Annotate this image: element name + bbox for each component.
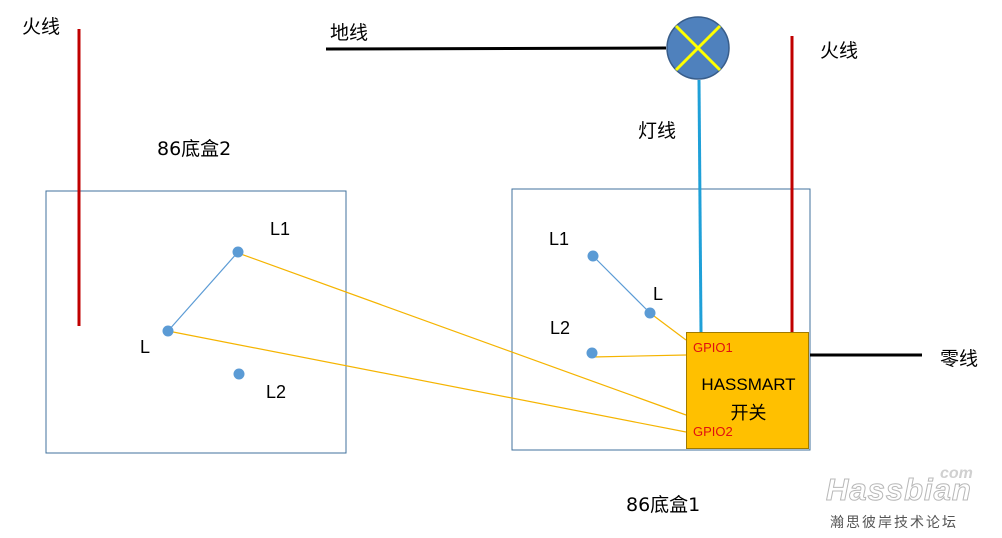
signal-wire-box1-l2 [591,354,687,358]
box2-l1-label: L1 [270,219,291,239]
live-wire-left-label: 火线 [22,16,61,38]
gpio2-label: GPIO2 [693,424,733,439]
box2-l-label: L [140,337,151,357]
lamp-wire [697,79,703,333]
box1-l2-label: L2 [550,318,571,338]
watermark-com: com [940,465,973,482]
hassmart-module: HASSMART 开关 [686,332,809,449]
junction-box-2 [45,190,347,454]
terminal-box2-l1 [232,246,244,258]
terminal-box2-l2 [233,368,245,380]
box1-l-label: L [653,284,664,304]
terminal-box1-l2 [586,347,598,359]
signal-wire-box1-l [649,312,687,341]
junction-box-1 [511,188,811,451]
ground-wire-label: 地线 [330,22,369,44]
module-subtitle: 开关 [730,403,767,424]
module-name: HASSMART [701,375,796,394]
gpio1-label: GPIO1 [693,340,733,355]
ground-wire [325,46,667,51]
terminal-box1-l [644,307,656,319]
live-wire-right-label: 火线 [820,40,859,62]
neutral-wire-label: 零线 [940,348,979,370]
box1-l1-label: L1 [549,229,570,249]
lamp-icon [666,16,730,80]
signal-wire-l-gpio2 [167,330,687,433]
watermark-brand: Hassbian [826,472,972,508]
box2-title: 86底盒2 [157,138,232,160]
signal-wire-l1-gpio1 [237,252,687,416]
terminal-box1-l1 [587,250,599,262]
box2-l2-label: L2 [266,382,287,402]
lamp-wire-label: 灯线 [638,120,677,142]
watermark-tagline: 瀚思彼岸技术论坛 [830,515,958,531]
switch-arm-box2 [167,251,239,332]
terminal-box2-l [162,325,174,337]
switch-arm-box1 [592,255,651,314]
box1-title: 86底盒1 [626,494,701,516]
